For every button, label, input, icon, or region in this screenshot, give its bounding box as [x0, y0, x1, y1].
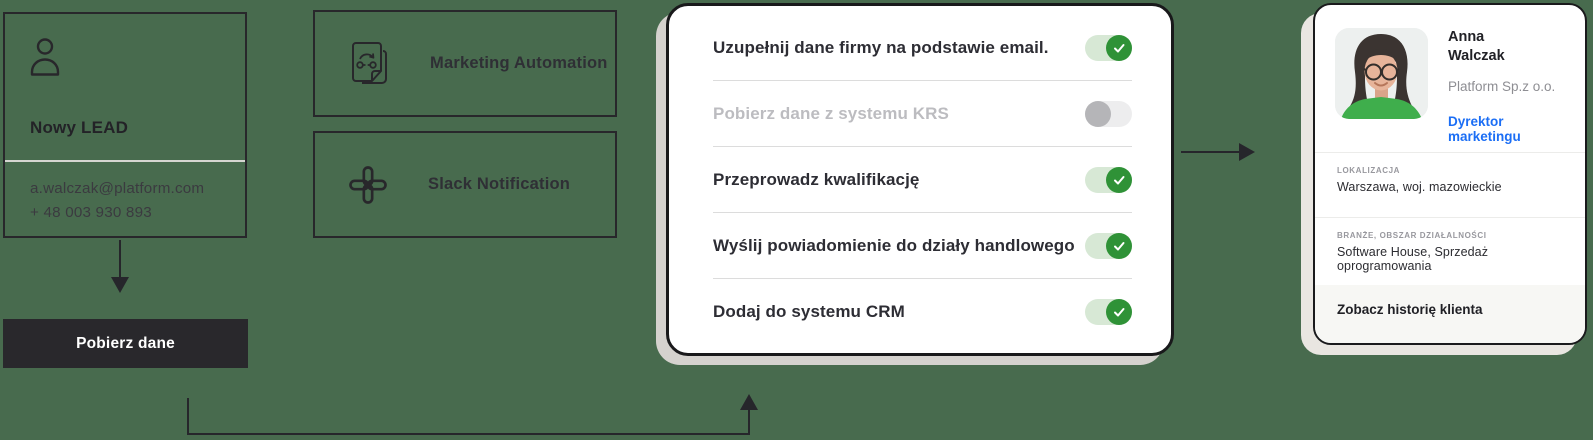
toggle-switch[interactable] — [1085, 232, 1132, 259]
arrow-button-to-card — [187, 394, 758, 435]
check-icon — [1114, 43, 1125, 52]
lead-title: Nowy LEAD — [30, 118, 129, 137]
toggle-switch[interactable] — [1085, 100, 1132, 127]
card-divider — [713, 278, 1132, 279]
card-divider — [713, 80, 1132, 81]
node-marketing-automation[interactable]: Marketing Automation — [313, 10, 617, 117]
industry-label: BRANŻE, OBSZAR DZIAŁALNOŚCI — [1337, 231, 1487, 240]
contact-identity: Anna Walczak Platform Sp.z o.o. Dyrektor… — [1448, 28, 1571, 152]
step-row: Przeprowadz kwalifikację — [713, 147, 1132, 212]
contact-divider — [1315, 152, 1585, 153]
check-icon — [1114, 241, 1125, 250]
toggle-knob — [1085, 100, 1111, 127]
person-icon — [30, 38, 60, 76]
document-flow-icon — [352, 41, 387, 84]
anna-walczak-photo — [1335, 28, 1428, 119]
avatar — [1335, 28, 1428, 119]
toggle-knob — [1106, 232, 1132, 259]
client-history-link[interactable]: Zobacz historię klienta — [1315, 285, 1585, 343]
toggle-knob — [1106, 166, 1132, 193]
industry-value: Software House, Sprzedaż oprogramowania — [1337, 245, 1489, 273]
contact-first-name: Anna — [1448, 29, 1485, 45]
contact-header: Anna Walczak Platform Sp.z o.o. Dyrektor… — [1315, 5, 1585, 152]
toggle-knob — [1106, 34, 1132, 61]
lead-contact-info: a.walczak@platform.com + 48 003 930 893 — [30, 177, 204, 224]
lead-phone: + 48 003 930 893 — [30, 203, 152, 221]
step-label: Dodaj do systemu CRM — [713, 301, 905, 321]
step-label: Uzupełnij dane firmy na podstawie email. — [713, 37, 1049, 57]
card-divider — [713, 146, 1132, 147]
contact-divider — [1315, 217, 1585, 218]
lead-node[interactable]: Nowy LEAD a.walczak@platform.com + 48 00… — [3, 12, 247, 238]
step-row: Wyślij powiadomienie do działy handloweg… — [713, 213, 1132, 278]
toggle-switch[interactable] — [1085, 34, 1132, 61]
location-value: Warszawa, woj. mazowieckie — [1337, 180, 1502, 194]
contact-last-name: Walczak — [1448, 48, 1505, 64]
card-divider — [713, 212, 1132, 213]
check-icon — [1114, 175, 1125, 184]
automation-steps-card: Uzupełnij dane firmy na podstawie email.… — [666, 3, 1174, 356]
lead-divider — [5, 160, 245, 162]
node-label: Slack Notification — [428, 175, 571, 193]
contact-location-section: LOKALIZACJA Warszawa, woj. mazowieckie — [1315, 153, 1585, 217]
contact-role-link[interactable]: Dyrektor marketingu — [1448, 114, 1521, 144]
toggle-knob — [1106, 298, 1132, 325]
node-label: Marketing Automation — [430, 54, 608, 72]
contact-company: Platform Sp.z o.o. — [1448, 79, 1556, 94]
lead-email: a.walczak@platform.com — [30, 180, 205, 197]
pobierz-dane-button[interactable]: Pobierz dane — [3, 319, 248, 368]
slack-icon — [349, 165, 387, 204]
step-row: Pobierz dane z systemu KRS — [713, 81, 1132, 146]
toggle-switch[interactable] — [1085, 166, 1132, 193]
step-label: Pobierz dane z systemu KRS — [713, 103, 949, 123]
check-icon — [1114, 307, 1125, 316]
node-slack-notification[interactable]: Slack Notification — [313, 131, 617, 238]
step-row: Dodaj do systemu CRM — [713, 279, 1132, 344]
step-label: Wyślij powiadomienie do działy handloweg… — [713, 235, 1075, 255]
step-label: Przeprowadz kwalifikację — [713, 169, 920, 189]
contact-card: Anna Walczak Platform Sp.z o.o. Dyrektor… — [1313, 3, 1587, 345]
toggle-switch[interactable] — [1085, 298, 1132, 325]
contact-industry-section: BRANŻE, OBSZAR DZIAŁALNOŚCI Software Hou… — [1315, 218, 1585, 285]
location-label: LOKALIZACJA — [1337, 166, 1401, 175]
step-row: Uzupełnij dane firmy na podstawie email. — [713, 15, 1132, 80]
